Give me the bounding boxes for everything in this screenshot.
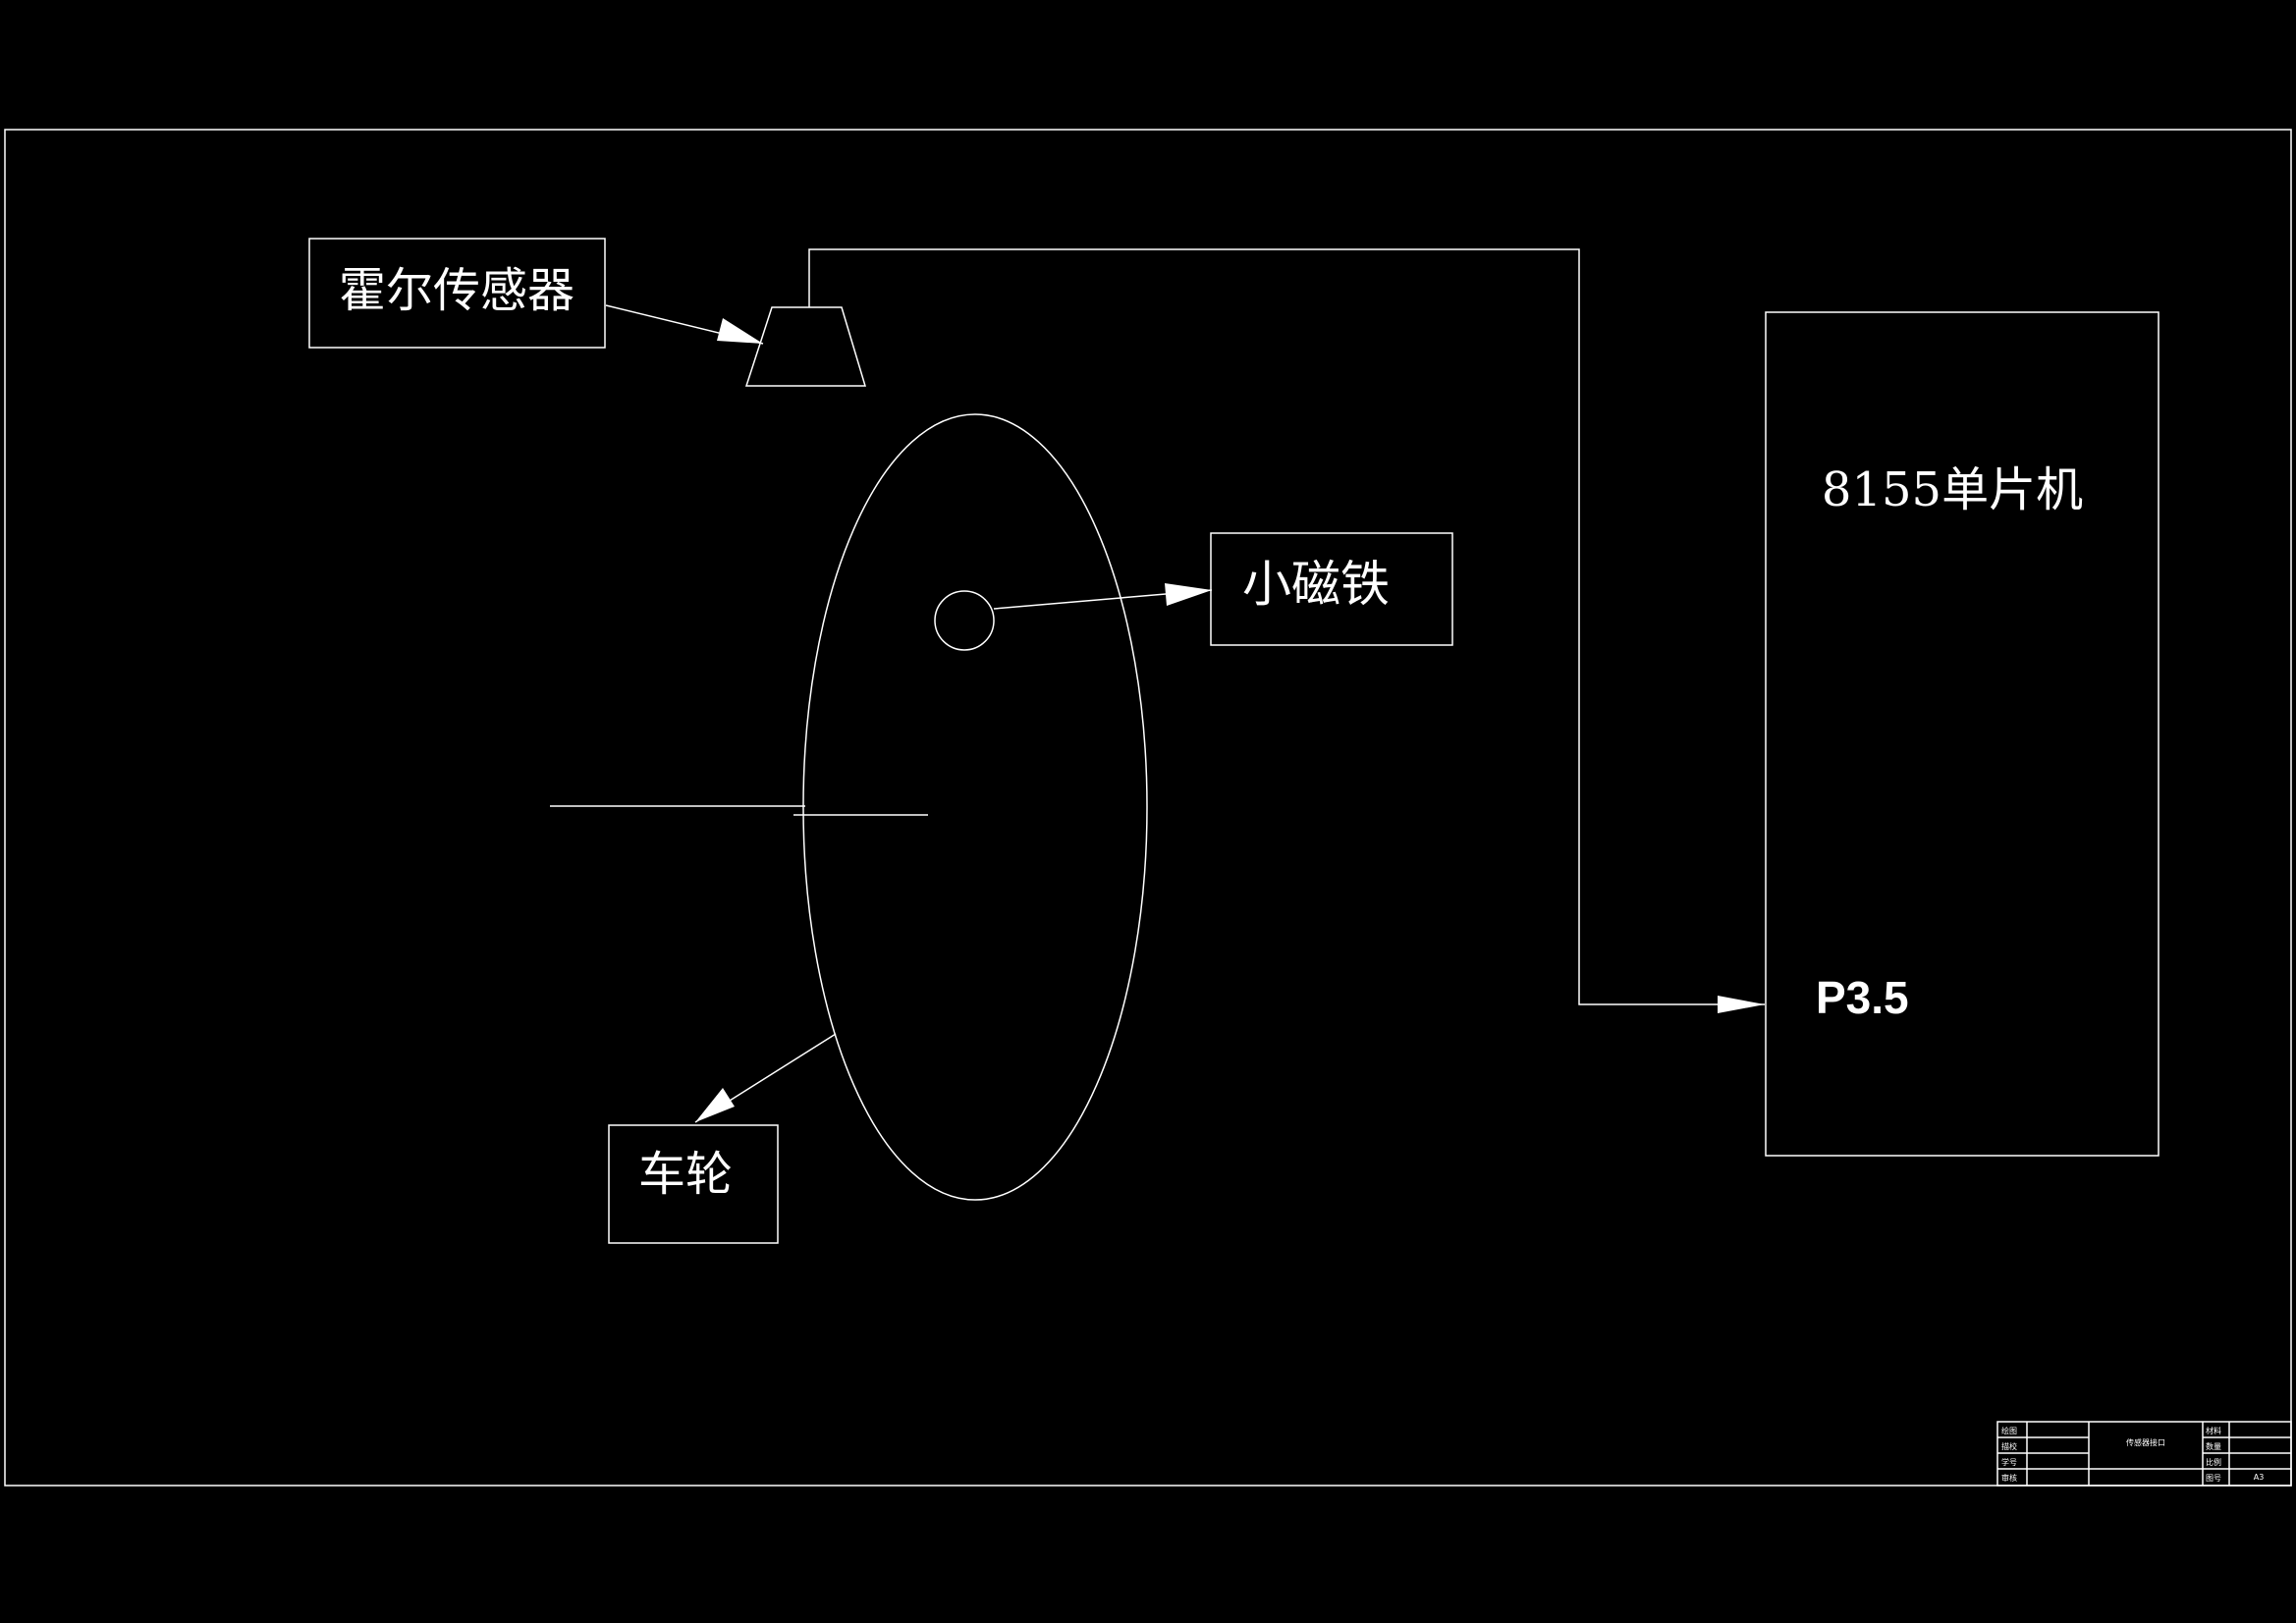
magnet-arrowhead	[1165, 583, 1212, 606]
wheel-label-text: 车轮	[638, 1147, 733, 1202]
mcu-block: 8155单片机 P3.5	[1765, 311, 2159, 1157]
hall-sensor-arrowhead	[717, 318, 763, 344]
wheel-symbol	[802, 413, 1148, 1201]
magnet-label: 小磁铁	[1210, 532, 1453, 646]
magnet-label-box	[1210, 532, 1453, 646]
title-block-field: 学号	[2001, 1457, 2017, 1467]
mcu-box	[1765, 311, 2159, 1157]
wheel-arrowhead	[695, 1088, 735, 1122]
hall-sensor-label: 霍尔传感器	[308, 238, 606, 349]
drawing-frame	[4, 129, 2292, 1487]
title-block: 绘图 描校 学号 审核 传感器接口 材料 数量 比例 图号 A3	[1996, 1421, 2292, 1487]
hall-sensor-symbol	[744, 306, 867, 387]
title-block-field: 材料	[2206, 1426, 2221, 1435]
wheel-label: 车轮	[608, 1124, 779, 1244]
magnet-symbol	[934, 590, 995, 651]
hall-sensor-label-text: 霍尔传感器	[339, 263, 574, 318]
title-block-field: 数量	[2206, 1441, 2221, 1451]
mcu-label-text: 8155单片机	[1822, 462, 2083, 517]
signal-wire-arrowhead	[1718, 996, 1765, 1013]
magnet-label-text: 小磁铁	[1242, 556, 1390, 613]
title-block-field: 描校	[2001, 1441, 2017, 1451]
title-block-field: 绘图	[2001, 1426, 2017, 1435]
title-block-field: 比例	[2206, 1457, 2221, 1467]
wheel-label-box	[608, 1124, 779, 1244]
signal-wire	[808, 248, 1765, 1005]
title-block-field: 图号	[2206, 1474, 2221, 1483]
title-block-drawing-no: A3	[2254, 1473, 2265, 1482]
title-block-drawing-name: 传感器接口	[2126, 1437, 2165, 1447]
hall-sensor-label-box	[308, 238, 606, 349]
mcu-pin-label: P3.5	[1816, 972, 1909, 1023]
title-block-field: 审核	[2001, 1473, 2017, 1483]
